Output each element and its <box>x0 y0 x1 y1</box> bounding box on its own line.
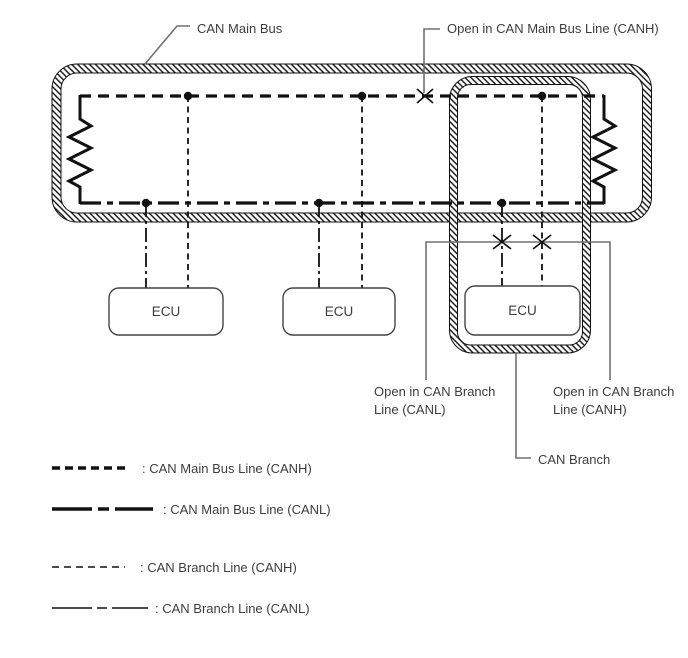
ecu1-box <box>108 287 224 336</box>
left-terminator-resistor <box>65 95 95 204</box>
can-main-bus-label: CAN Main Bus <box>197 21 283 36</box>
main-bus-hatch-band <box>52 64 652 222</box>
can-branch-enclosure <box>449 76 591 354</box>
main-bus-outer-outline <box>51 63 652 223</box>
open-main-canh-label: Open in CAN Main Bus Line (CANH) <box>447 21 659 36</box>
open-main-canh-leader <box>423 28 440 93</box>
can-branch-inner-outline <box>457 84 583 346</box>
legend-label-branch-canl: : CAN Branch Line (CANL) <box>155 601 310 616</box>
ecu2-label: ECU <box>324 304 354 319</box>
main-bus-label-leader <box>144 25 190 65</box>
open-main-canh-x-icon <box>416 88 434 104</box>
can-branch-hatch-band <box>449 76 591 353</box>
open-branch-canl-x-icon <box>492 234 512 250</box>
can-main-bus-enclosure <box>51 63 652 223</box>
ecu2-box <box>282 287 396 336</box>
open-branch-canl-label: Open in CAN Branch Line (CANL) <box>374 384 496 417</box>
ecu1-label: ECU <box>151 304 181 319</box>
can-branch-label-leader <box>515 353 531 459</box>
open-branch-leaders <box>425 241 611 380</box>
open-branch-canh-x-icon <box>532 234 552 250</box>
ecu3-label: ECU <box>508 303 537 318</box>
ecu3-box <box>464 285 581 336</box>
legend-label-main-canl: : CAN Main Bus Line (CANL) <box>163 502 331 517</box>
bus-connection-dots <box>141 91 547 208</box>
can-branch-label: CAN Branch <box>538 452 611 467</box>
main-bus-inner-outline <box>60 72 643 214</box>
right-terminator-resistor <box>589 95 619 204</box>
can-branch-outer-outline <box>449 76 591 354</box>
open-branch-canh-label: Open in CAN Branch Line (CANH) <box>553 384 675 417</box>
legend-label-branch-canh: : CAN Branch Line (CANH) <box>140 560 297 575</box>
legend-label-main-canh: : CAN Main Bus Line (CANH) <box>142 461 312 476</box>
